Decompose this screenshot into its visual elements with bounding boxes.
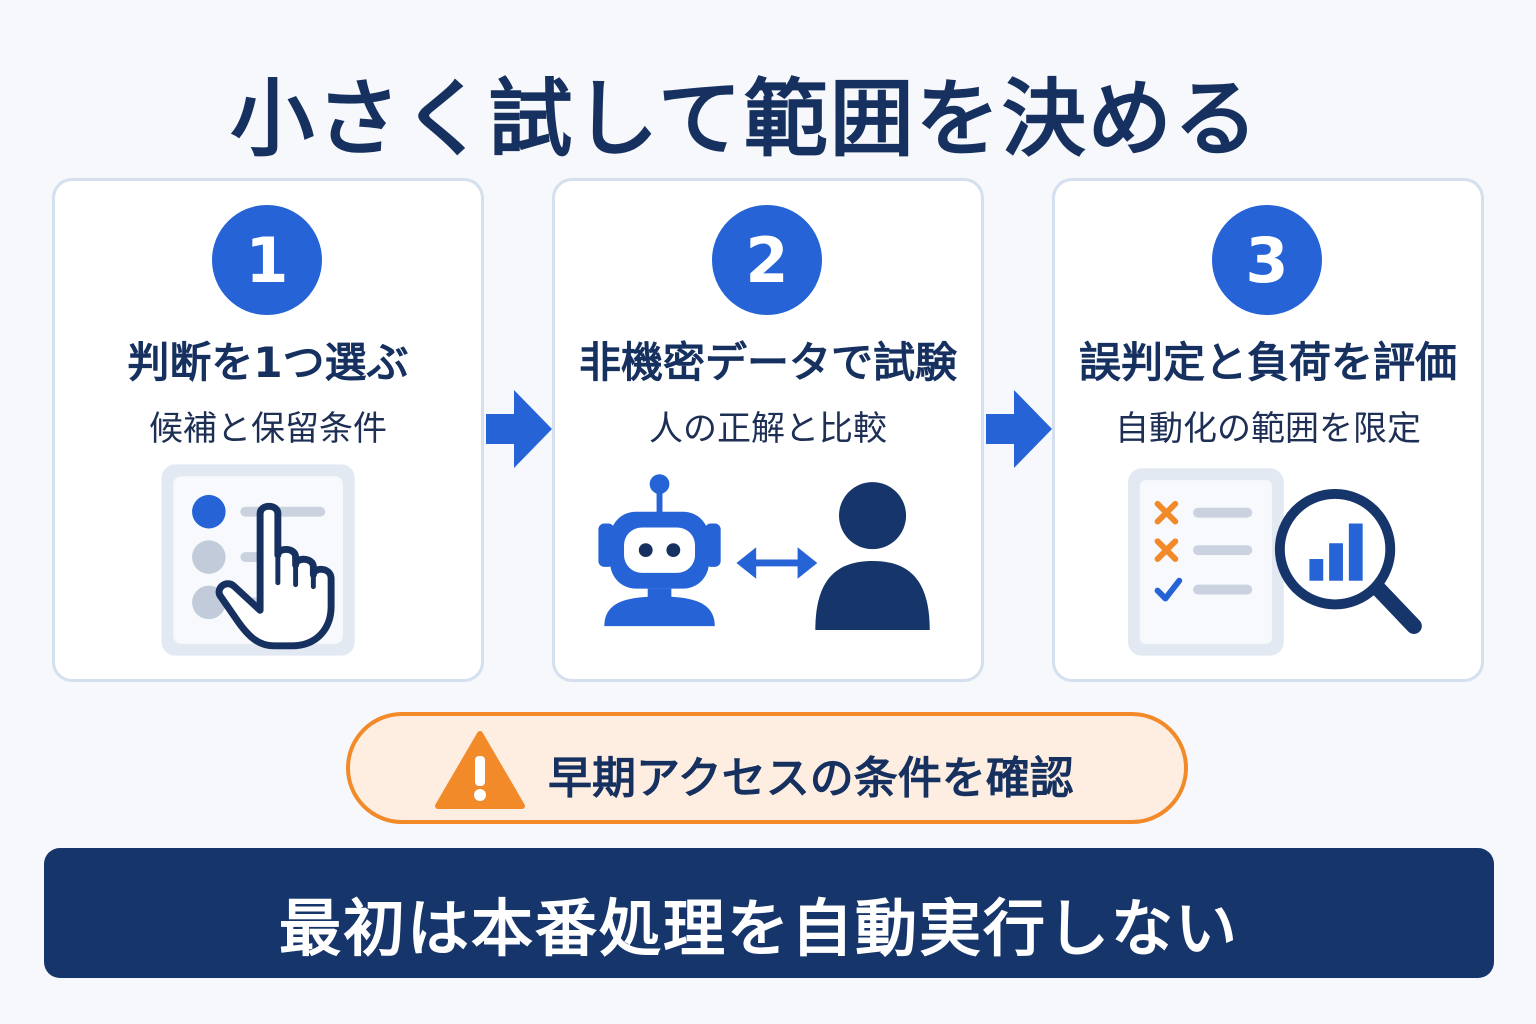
step-subtitle: 候補と保留条件 [149,409,387,449]
warning-text: 早期アクセスの条件を確認 [548,753,1074,804]
arrow-right-icon [986,390,1052,468]
banner-text: 最初は本番処理を自動実行しない [278,892,1239,965]
bottom-banner: 最初は本番処理を自動実行しない [44,848,1494,978]
step-title: 判断を1つ選ぶ [127,338,409,387]
step-number-badge: 3 [1212,205,1322,315]
step-card-1: 1 判断を1つ選ぶ 候補と保留条件 [52,178,484,682]
page-title: 小さく試して範囲を決める [230,70,1260,168]
arrow-right-icon [486,390,552,468]
robot-icon [598,474,721,627]
check-icon [1154,577,1183,602]
step-number-badge: 1 [212,205,322,315]
evaluation-checklist-icon [1127,468,1422,656]
step-card-2: 2 非機密データで試験 人の正解と比較 [552,178,984,682]
step-title: 誤判定と負荷を評価 [1078,338,1457,387]
double-arrow-icon [736,547,818,579]
step-card-3: 3 誤判定と負荷を評価 自動化の範囲を限定 [1052,178,1484,682]
robot-vs-human-icon [598,474,930,631]
warning-callout: 早期アクセスの条件を確認 [346,712,1188,824]
step-number-badge: 2 [712,205,822,315]
step-subtitle: 自動化の範囲を限定 [1115,409,1421,449]
step-title: 非機密データで試験 [578,338,957,387]
person-icon [815,482,930,631]
magnifier-chart-icon [1274,489,1422,634]
cross-icon [1154,500,1179,562]
warning-triangle-icon [435,731,525,809]
step-subtitle: 人の正解と比較 [649,409,887,449]
select-option-icon [161,464,355,656]
